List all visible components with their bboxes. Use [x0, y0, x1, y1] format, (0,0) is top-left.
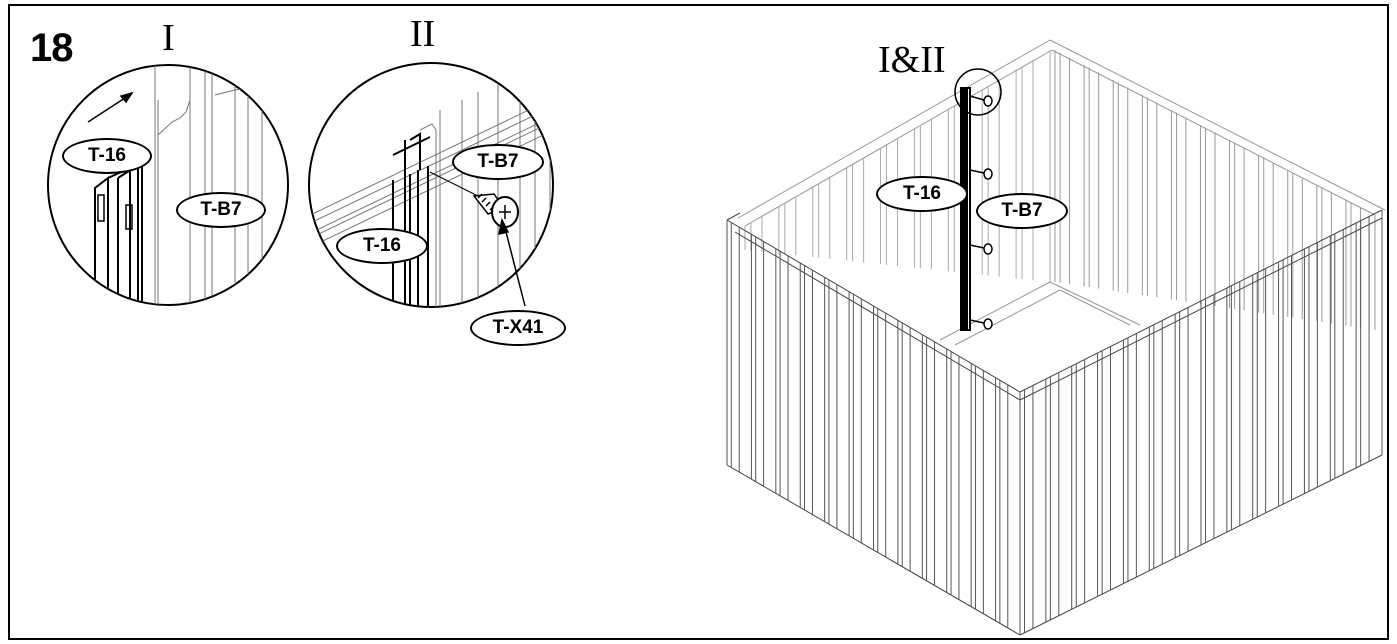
part-label-tb7: T-B7 — [452, 144, 544, 180]
part-label-tx41: T-X41 — [470, 310, 566, 346]
screw-icon — [429, 171, 519, 228]
overview-title: I&II — [878, 39, 946, 81]
part-label-t16: T-16 — [876, 176, 968, 212]
detail-2-circle — [308, 62, 554, 308]
post-screws — [969, 95, 993, 330]
detail-2-title: II — [410, 13, 436, 55]
part-label-t16: T-16 — [62, 138, 152, 174]
instruction-frame — [8, 4, 1389, 640]
shed-overview — [726, 39, 1386, 636]
detail-callout-circle — [954, 68, 1002, 116]
detail-1-title: I — [162, 17, 175, 59]
detail-1-circle — [47, 64, 289, 306]
part-label-tb7: T-B7 — [976, 193, 1068, 229]
step-number: 18 — [30, 26, 73, 70]
part-label-tb7: T-B7 — [176, 192, 266, 228]
part-label-t16: T-16 — [336, 228, 428, 264]
